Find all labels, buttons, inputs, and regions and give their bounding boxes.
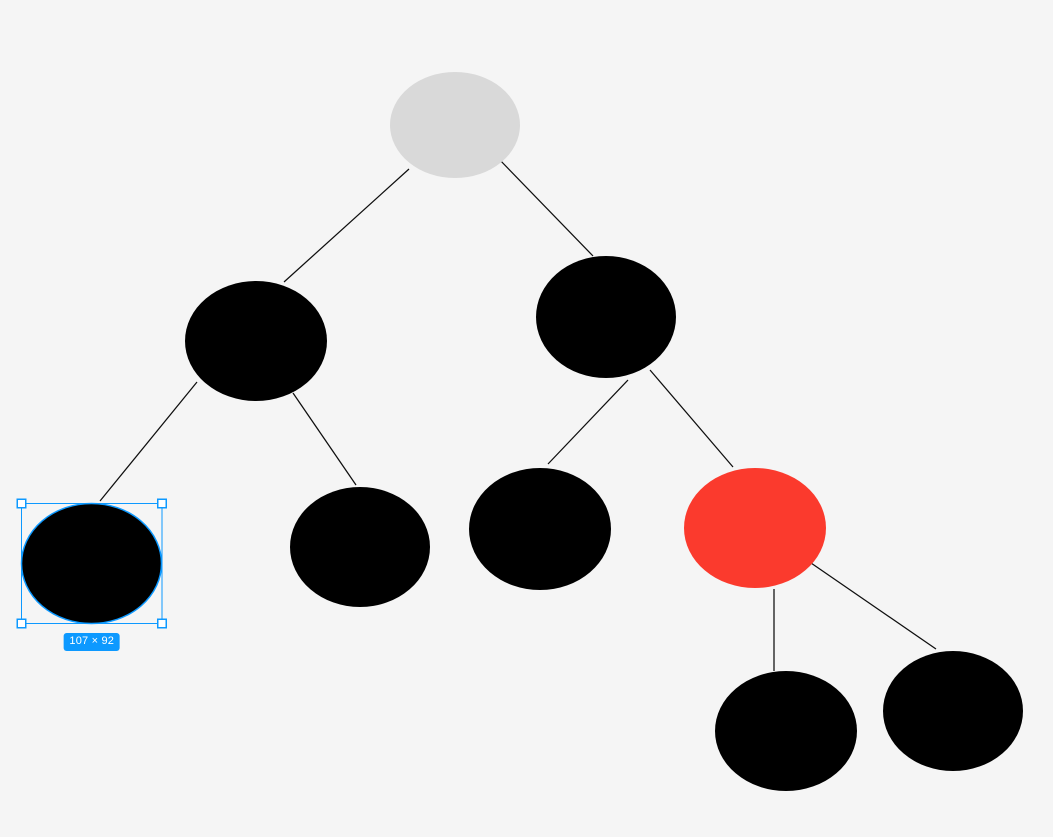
edge-right-child-to-mid-right-leaf[interactable] xyxy=(547,379,629,465)
resize-handle-top-right[interactable] xyxy=(157,498,167,509)
selection-box xyxy=(21,503,163,624)
edge-root-to-right-child[interactable] xyxy=(496,156,594,257)
edge-root-to-left-child[interactable] xyxy=(283,168,410,283)
tree-node-bottom-right-leaf[interactable] xyxy=(883,651,1023,771)
tree-node-bottom-left-leaf[interactable] xyxy=(715,671,857,791)
edge-left-child-to-selected-leaf[interactable] xyxy=(99,381,198,502)
edge-left-child-to-mid-left-leaf[interactable] xyxy=(292,392,357,486)
tree-node-left-child[interactable] xyxy=(185,281,327,401)
selection-size-badge: 107 × 92 xyxy=(63,632,121,651)
edge-right-child-to-red-node[interactable] xyxy=(649,369,734,468)
tree-node-mid-right-leaf[interactable] xyxy=(469,468,611,590)
resize-handle-bottom-right[interactable] xyxy=(157,618,167,629)
tree-node-mid-left-leaf[interactable] xyxy=(290,487,430,607)
tree-node-selected-leaf[interactable] xyxy=(20,502,163,625)
resize-handle-top-left[interactable] xyxy=(16,498,27,509)
tree-node-root[interactable] xyxy=(390,72,520,178)
tree-node-red-node[interactable] xyxy=(684,468,826,588)
resize-handle-bottom-left[interactable] xyxy=(16,618,27,629)
edge-red-node-to-bottom-right-leaf[interactable] xyxy=(810,562,937,650)
tree-node-right-child[interactable] xyxy=(536,256,676,378)
